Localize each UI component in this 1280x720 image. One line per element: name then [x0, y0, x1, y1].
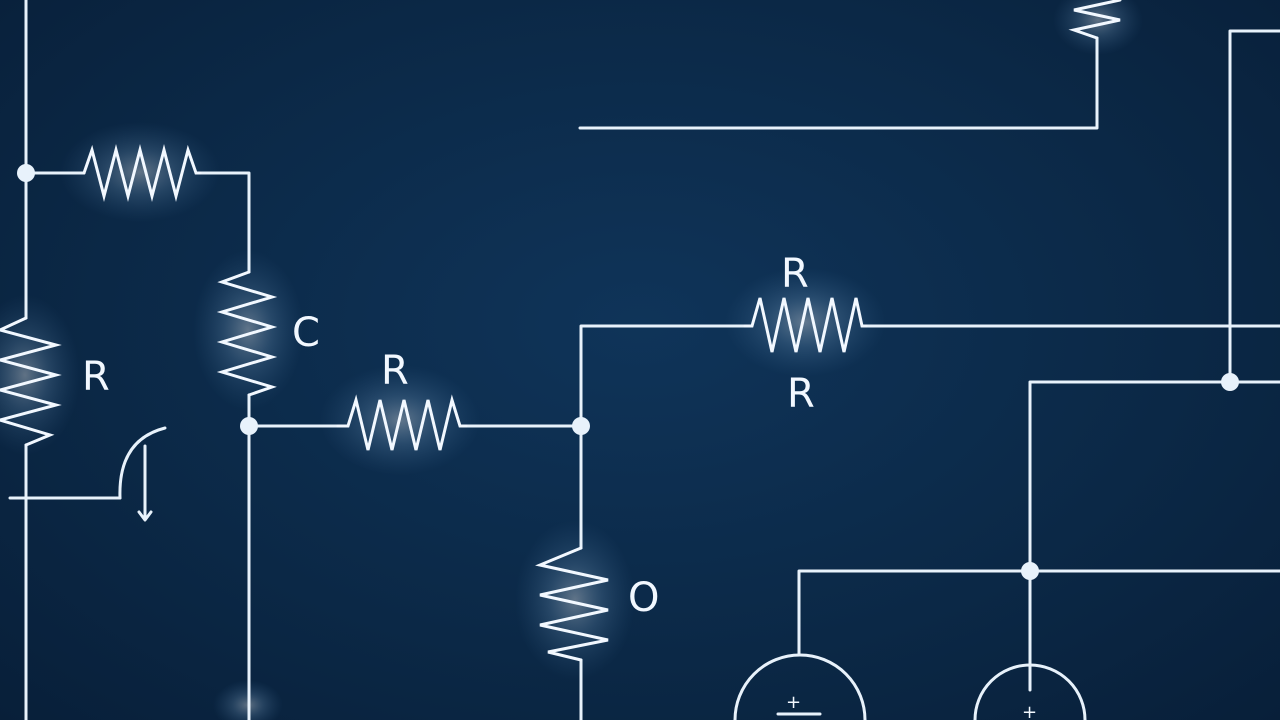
wire-581-up: [579, 324, 747, 428]
wire-far-right: [1228, 29, 1280, 384]
junction-nodes: [17, 164, 1239, 580]
label-c: C: [292, 310, 320, 356]
node-left: [17, 164, 35, 182]
resistor-c: [216, 270, 278, 397]
node-1030: [1021, 562, 1039, 580]
label-r-top: R: [781, 251, 809, 297]
label-r-below: R: [787, 371, 815, 417]
label-r-mid: R: [381, 348, 409, 394]
component-labels: R C R R R O + +: [82, 251, 1037, 720]
resistors: [0, 0, 1122, 662]
wires: [8, 0, 1280, 720]
wire-arrow: [137, 444, 153, 522]
node-1230: [1221, 373, 1239, 391]
wire-1030: [1028, 380, 1232, 692]
resistor-mid: [336, 394, 468, 451]
node-c: [240, 417, 258, 435]
label-r-left: R: [82, 354, 110, 400]
wire-571: [797, 569, 1280, 657]
resistor-top-fragment: [1068, 0, 1122, 40]
resistor-o: [535, 546, 609, 662]
wire-top-right: [198, 171, 251, 274]
resistor-top-right: [743, 297, 868, 353]
source-right-mark: +: [1022, 702, 1037, 720]
wire-top-horizontal: [578, 36, 1099, 130]
resistor-left: [0, 316, 62, 447]
component-glows: [0, 0, 1143, 720]
wire-arc: [118, 426, 167, 500]
source-left-mark: +: [786, 692, 801, 713]
node-581: [572, 417, 590, 435]
sources: [733, 653, 1087, 720]
resistor-top-left: [82, 144, 202, 202]
label-o: O: [628, 575, 659, 621]
source-left: [733, 653, 867, 720]
source-right: [973, 663, 1087, 720]
